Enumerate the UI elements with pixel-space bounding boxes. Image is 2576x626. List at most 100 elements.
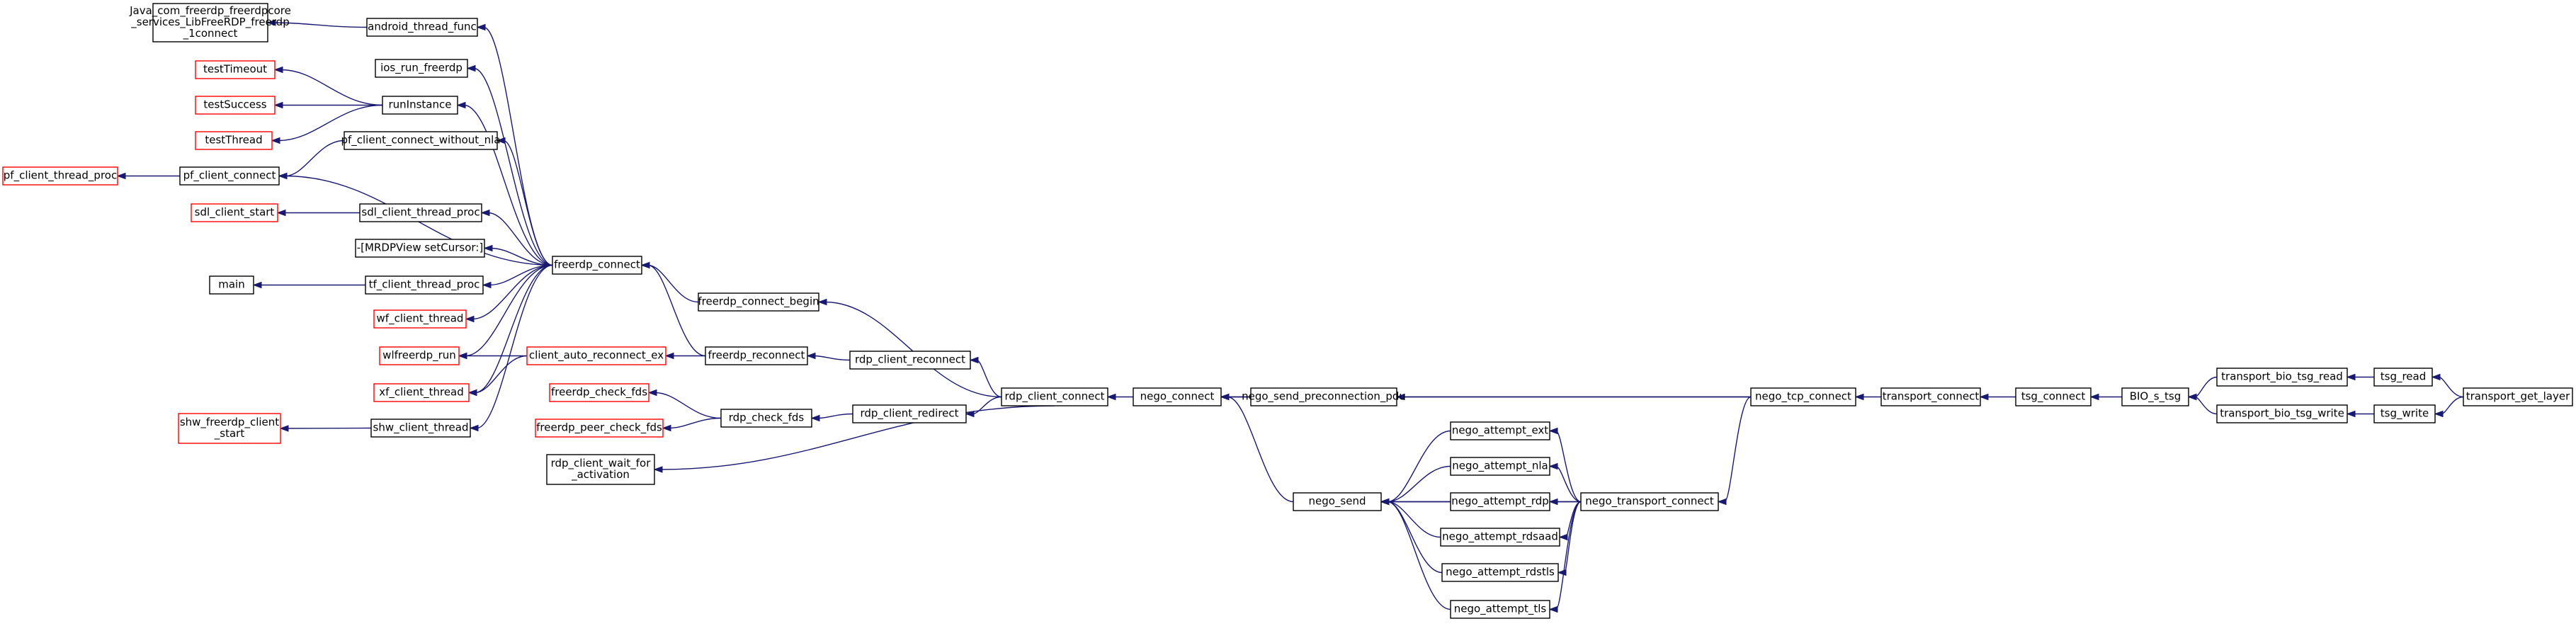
node-box [344,131,498,150]
function-node[interactable]: wf_client_thread [373,309,467,329]
function-node[interactable]: rdp_client_reconnect [849,351,971,370]
function-node[interactable]: android_thread_func [366,18,478,37]
function-node[interactable]: testThread [195,131,273,150]
function-node[interactable]: pf_client_thread_proc [2,166,118,186]
function-node[interactable]: transport_get_layer [2463,387,2573,406]
edge-arrowhead [456,101,466,109]
function-node[interactable]: nego_attempt_rdsaad [1440,528,1560,547]
function-node[interactable]: nego_transport_connect [1580,492,1719,511]
node-label: nego_attempt_tls [1454,603,1547,616]
call-edge [475,355,528,394]
function-node[interactable]: BIO_s_tsg [2121,387,2189,406]
node-box [1750,387,1856,406]
node-box [2015,387,2092,406]
node-label: freerdp_connect_begin [698,295,819,309]
node-label: rdp_client_wait_for [551,457,652,470]
node-label: _services_LibFreeRDP_freerdp [130,16,289,29]
node-label: shw_freerdp_client [180,416,279,429]
edge-arrowhead [965,410,975,418]
node-box [2216,368,2348,387]
function-node[interactable]: nego_connect [1133,387,1222,406]
function-node[interactable]: rdp_client_wait_for_activation [546,454,655,485]
function-node[interactable]: rdp_client_redirect [852,404,967,423]
function-node[interactable]: nego_send [1293,492,1382,511]
call-edge [475,264,553,394]
function-node[interactable]: transport_bio_tsg_write [2216,404,2348,423]
function-node[interactable]: ios_run_freerdp [375,59,468,78]
node-box [1440,528,1560,547]
function-node[interactable]: tsg_read [2373,368,2433,387]
function-node[interactable]: transport_bio_tsg_read [2216,368,2348,387]
function-node[interactable]: sdl_client_thread_proc [359,203,482,222]
function-node[interactable]: nego_attempt_rdstls [1441,563,1559,582]
function-node[interactable]: testTimeout [195,60,276,79]
call-edge [647,264,699,303]
edge-arrowhead [496,137,506,144]
edge-arrowhead [476,23,486,31]
function-node[interactable]: tsg_connect [2015,387,2092,406]
function-node[interactable]: freerdp_connect [552,256,642,275]
function-node[interactable]: freerdp_reconnect [705,346,808,365]
call-edge [1724,396,1752,503]
node-box [2373,368,2433,387]
function-node[interactable]: pf_client_connect [179,166,280,186]
call-edge [463,104,553,266]
node-label: nego_send [1308,495,1366,508]
edge-arrowhead [469,424,479,432]
function-node[interactable]: transport_connect [1880,387,1981,406]
function-node[interactable]: shw_client_thread [370,419,471,438]
function-node[interactable]: sdl_client_start [191,203,278,222]
edge-arrowhead [1854,393,1864,401]
function-node[interactable]: tf_client_thread_proc [365,275,484,295]
function-node[interactable]: nego_attempt_tls [1450,600,1550,619]
call-edge [476,264,553,429]
edge-arrowhead [467,389,477,397]
function-node[interactable]: nego_tcp_connect [1750,387,1856,406]
function-node[interactable]: wlfreerdp_run [379,346,460,365]
node-box [852,404,967,423]
node-label: freerdp_check_fds [551,386,647,399]
function-node[interactable]: runInstance [382,96,458,115]
call-edge [647,264,706,357]
function-node[interactable]: tsg_write [2373,404,2436,423]
function-node[interactable]: testSuccess [195,96,276,115]
node-box [195,96,276,115]
function-node[interactable]: -[MRDPView setCursor:] [355,239,485,258]
function-node[interactable]: freerdp_peer_check_fds [535,419,664,438]
node-label: testTimeout [203,63,267,76]
function-node[interactable]: freerdp_check_fds [549,383,649,402]
node-label: Java_com_freerdp_freerdpcore [129,4,291,18]
call-edge [1555,501,1582,610]
function-node[interactable]: nego_attempt_ext [1450,421,1550,440]
edge-arrowhead [640,261,650,269]
function-node[interactable]: freerdp_connect_begin [698,292,819,312]
call-edge [660,405,1055,470]
function-node[interactable]: pf_client_connect_without_nla [341,131,501,150]
node-label: nego_attempt_rdp [1451,495,1549,508]
edge-arrowhead [483,244,493,252]
node-box [1250,387,1397,406]
function-node[interactable]: rdp_check_fds [720,409,812,428]
call-edge [1555,430,1582,503]
function-node[interactable]: nego_send_preconnection_pdu [1242,387,1406,406]
function-node[interactable]: nego_attempt_rdp [1450,492,1550,511]
function-node[interactable]: main [209,275,254,295]
edge-arrowhead [271,137,280,144]
node-label: tsg_connect [2021,390,2086,404]
function-node[interactable]: client_auto_reconnect_ex [526,346,666,365]
call-edge [976,359,1002,398]
edge-arrowhead [2346,373,2356,381]
node-box [552,256,642,275]
node-box [382,96,458,115]
node-label: tf_client_thread_proc [369,278,480,292]
function-node[interactable]: rdp_client_connect [1001,387,1108,406]
node-label: runInstance [389,98,452,111]
edge-arrowhead [2434,410,2444,418]
function-node[interactable]: xf_client_thread [373,383,470,402]
call-edge [2438,376,2464,398]
node-label: wf_client_thread [377,312,464,326]
function-node[interactable]: nego_attempt_nla [1450,457,1550,476]
function-node[interactable]: Java_com_freerdp_freerdpcore_services_Li… [129,3,291,42]
function-node[interactable]: shw_freerdp_client_start [178,413,281,444]
